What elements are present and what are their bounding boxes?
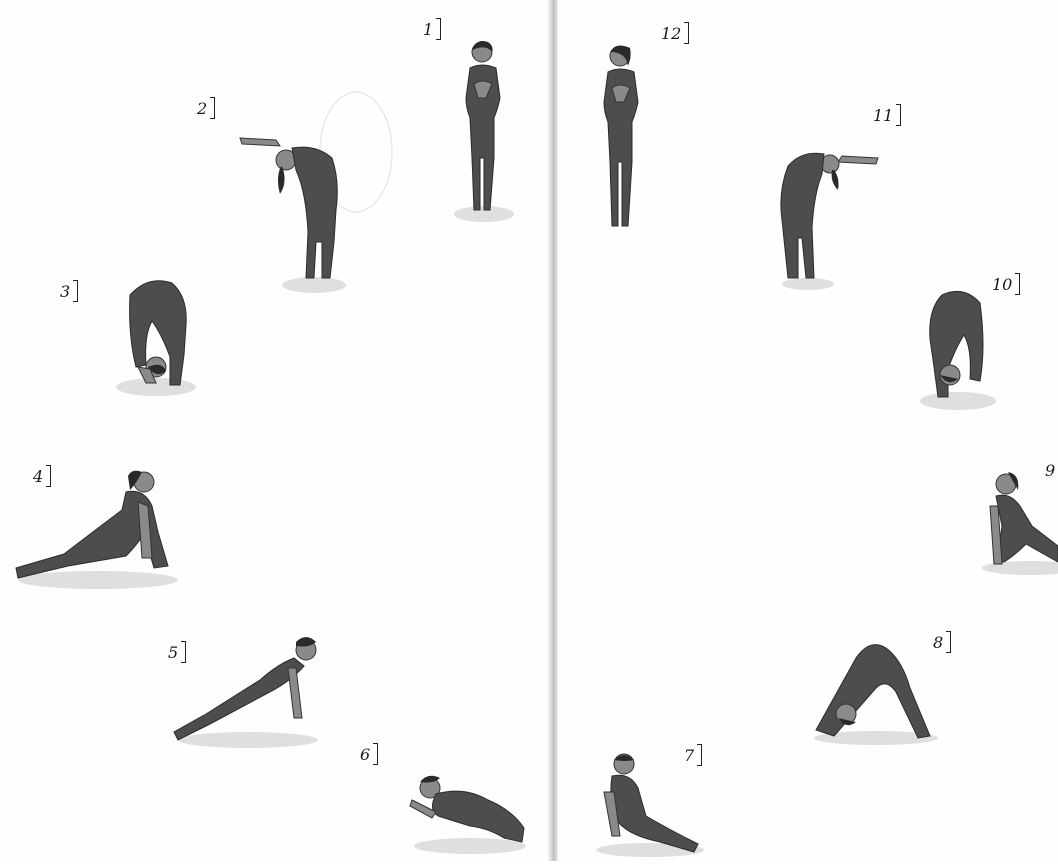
pose-9-figure [980,466,1058,578]
pose-11-figure [772,138,882,294]
pose-3-figure [112,275,202,400]
pose-label-12: 12 [661,22,689,44]
pose-label-2: 2 [197,97,215,119]
pose-label-1: 1 [423,18,441,40]
pose-label-3: 3 [60,280,78,302]
pose-8-figure [806,638,942,750]
pose-7-figure [590,752,710,861]
pose-4-figure [8,462,180,597]
pose-1-figure [448,38,520,228]
pose-2-figure [236,82,396,297]
pose-6-figure [408,766,532,861]
pose-5-figure [170,632,326,754]
pose-label-11: 11 [873,104,901,126]
pose-label-6: 6 [360,743,378,765]
book-gutter [548,0,558,861]
pose-10-figure [916,287,1002,414]
pose-12-figure [588,42,654,234]
